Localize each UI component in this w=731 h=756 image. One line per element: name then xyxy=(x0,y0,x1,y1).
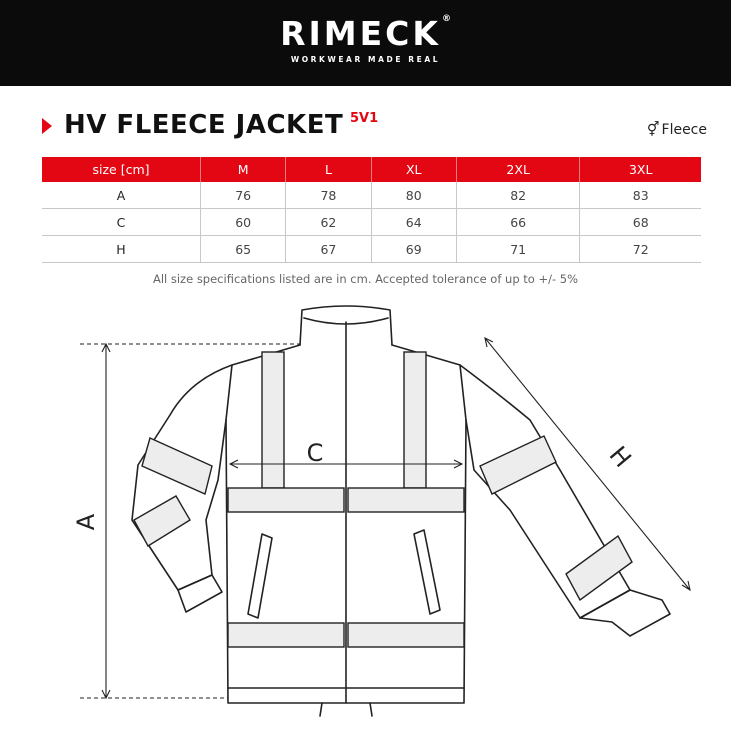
table-row: C 60 62 64 66 68 xyxy=(42,208,701,236)
jacket-outline xyxy=(131,305,671,717)
tolerance-note: All size specifications listed are in cm… xyxy=(152,272,579,286)
brand-logo: RIMECK® xyxy=(0,14,731,53)
header-cell: L xyxy=(285,157,372,182)
reflective-tape xyxy=(133,351,633,648)
dimension-lines xyxy=(80,336,691,700)
table-cell: 62 xyxy=(285,208,372,236)
table-cell: 68 xyxy=(579,208,701,236)
table-cell: 82 xyxy=(455,182,580,209)
material-label: ⚥Fleece xyxy=(647,122,707,138)
table-cell: 64 xyxy=(370,208,457,236)
dimension-label-a: A xyxy=(72,513,100,530)
table-cell: 66 xyxy=(455,208,580,236)
table-cell: C xyxy=(42,208,201,236)
table-cell: H xyxy=(42,235,201,263)
product-code: 5V1 xyxy=(350,111,379,126)
table-cell: 78 xyxy=(285,182,372,209)
registered-mark: ® xyxy=(441,14,451,24)
size-table: size [cm] M L XL 2XL 3XL A 76 78 80 82 8… xyxy=(42,157,701,263)
table-cell: 83 xyxy=(579,182,701,209)
table-cell: 76 xyxy=(199,182,286,209)
product-title-row: HV FLEECE JACKET 5V1 ⚥Fleece xyxy=(42,108,707,142)
header-cell: XL xyxy=(370,157,457,182)
header-cell: M xyxy=(199,157,286,182)
dimension-label-h: H xyxy=(604,441,637,473)
table-cell: 67 xyxy=(285,235,372,263)
table-cell: 72 xyxy=(579,235,701,263)
header-cell: 2XL xyxy=(455,157,580,182)
arrow-right-icon xyxy=(42,118,52,134)
size-table-header: size [cm] M L XL 2XL 3XL xyxy=(42,157,701,182)
logo-text: RIMECK xyxy=(280,14,441,53)
dimension-label-c: C xyxy=(307,439,324,467)
table-row: H 65 67 69 71 72 xyxy=(42,235,701,263)
table-cell: 60 xyxy=(199,208,286,236)
table-cell: 80 xyxy=(370,182,457,209)
gender-unisex-icon: ⚥ xyxy=(646,122,660,138)
table-cell: 65 xyxy=(199,235,286,263)
table-cell: A xyxy=(42,182,201,209)
material-text: Fleece xyxy=(661,122,707,138)
brand-header: RIMECK® WORKWEAR MADE REAL xyxy=(0,0,731,86)
brand-tagline: WORKWEAR MADE REAL xyxy=(290,55,441,64)
table-cell: 71 xyxy=(455,235,580,263)
header-cell: size [cm] xyxy=(42,157,201,182)
product-title: HV FLEECE JACKET xyxy=(64,110,344,140)
jacket-technical-drawing: A C H xyxy=(72,305,691,717)
table-row: A 76 78 80 82 83 xyxy=(42,182,701,209)
header-cell: 3XL xyxy=(579,157,701,182)
table-cell: 69 xyxy=(370,235,457,263)
